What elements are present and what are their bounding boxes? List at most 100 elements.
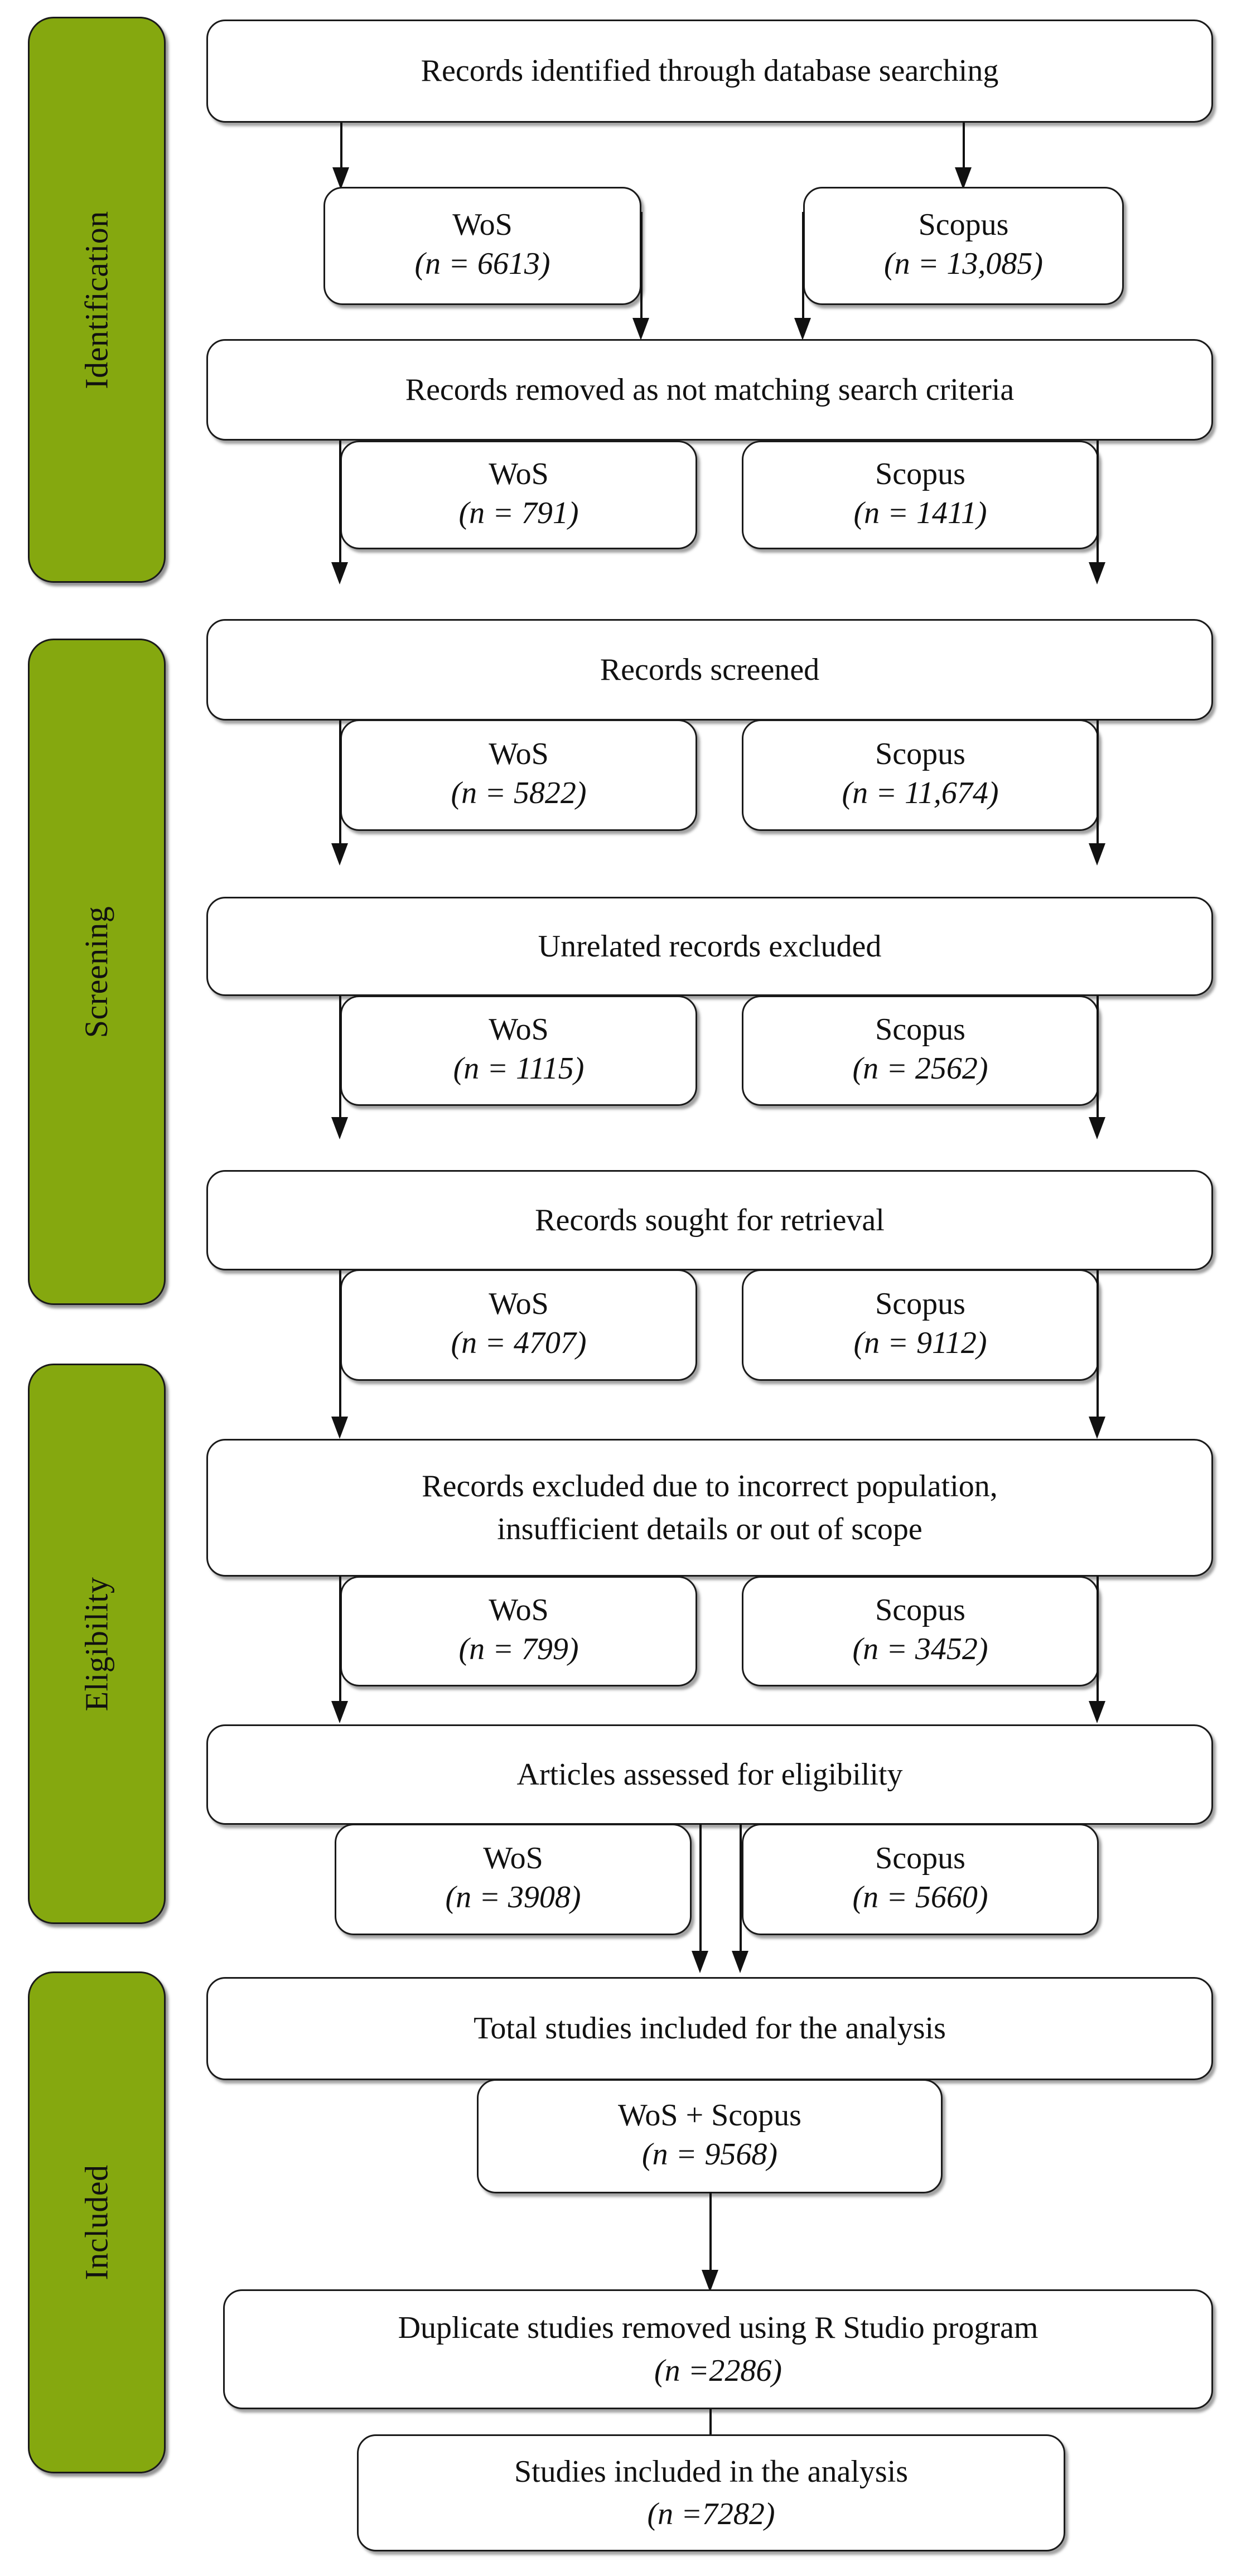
box-studies-included-text: Studies included in the analysis	[514, 2454, 909, 2489]
arrowhead-screened-scopus-down	[1089, 843, 1105, 866]
connector-screened-wos-down	[339, 719, 341, 859]
stage-label-identification: Identification	[78, 210, 115, 389]
subbox-excluded-wos: WoS (n = 799)	[340, 1576, 697, 1686]
subbox-unrelated-scopus-count: (n = 2562)	[852, 1051, 988, 1086]
stage-bar-included: Included	[28, 1971, 166, 2473]
subbox-excluded-wos-label: WoS	[489, 1593, 549, 1628]
box-duplicates-removed-count: (n =2286)	[654, 2353, 783, 2388]
arrowhead-identified-wos	[332, 167, 349, 190]
connector-scopus-to-removed	[802, 212, 804, 332]
subbox-excluded-scopus-label: Scopus	[875, 1593, 965, 1628]
box-studies-included: Studies included in the analysis (n =728…	[357, 2434, 1065, 2551]
subbox-removed-wos-count: (n = 791)	[458, 495, 579, 530]
connector-assessed-wos-converge	[699, 1824, 702, 1966]
subbox-identified-wos: WoS (n = 6613)	[323, 187, 641, 305]
arrowhead-wos-to-removed	[632, 318, 649, 340]
subbox-sought-wos-count: (n = 4707)	[451, 1326, 587, 1361]
box-records-removed: Records removed as not matching search c…	[206, 339, 1213, 441]
arrowhead-assessed-wos-converge	[692, 1951, 708, 1973]
connector-identified-wos	[340, 123, 342, 181]
connector-sought-wos-down	[339, 1269, 341, 1431]
subbox-screened-wos: WoS (n = 5822)	[340, 719, 697, 831]
connector-sought-scopus-down	[1097, 1269, 1099, 1431]
box-records-removed-text: Records removed as not matching search c…	[405, 372, 1015, 407]
subbox-identified-scopus-count: (n = 13,085)	[883, 247, 1044, 282]
subbox-assessed-wos-count: (n = 3908)	[445, 1880, 581, 1915]
arrowhead-excluded-scopus-down	[1089, 1701, 1105, 1723]
arrowhead-identified-scopus	[955, 167, 972, 190]
arrowhead-screened-wos-down	[331, 843, 348, 866]
box-unrelated-excluded-text: Unrelated records excluded	[538, 929, 882, 964]
subbox-identified-wos-count: (n = 6613)	[414, 247, 550, 282]
box-records-identified: Records identified through database sear…	[206, 20, 1213, 123]
subbox-screened-scopus-label: Scopus	[875, 737, 965, 772]
subbox-screened-scopus: Scopus (n = 11,674)	[742, 719, 1099, 831]
subbox-sought-wos: WoS (n = 4707)	[340, 1269, 697, 1381]
box-articles-assessed-text: Articles assessed for eligibility	[516, 1757, 903, 1792]
connector-unrelated-wos-down	[339, 995, 341, 1132]
stage-bar-screening: Screening	[28, 639, 166, 1305]
subbox-unrelated-wos-label: WoS	[489, 1012, 549, 1047]
subbox-removed-wos-label: WoS	[489, 456, 549, 491]
box-unrelated-excluded: Unrelated records excluded	[206, 897, 1213, 996]
subbox-sought-wos-label: WoS	[489, 1287, 549, 1322]
connector-excluded-wos-down	[339, 1576, 341, 1715]
subbox-excluded-scopus: Scopus (n = 3452)	[742, 1576, 1099, 1686]
arrowhead-unrelated-wos-down	[331, 1117, 348, 1139]
box-articles-assessed: Articles assessed for eligibility	[206, 1724, 1213, 1825]
arrowhead-assessed-scopus-converge	[732, 1951, 748, 1973]
arrowhead-sought-scopus-down	[1089, 1417, 1105, 1439]
box-duplicates-removed: Duplicate studies removed using R Studio…	[223, 2289, 1213, 2409]
connector-wos-to-removed	[640, 212, 643, 332]
subbox-screened-wos-count: (n = 5822)	[451, 776, 587, 811]
arrowhead-combined-to-duplicates	[702, 2270, 718, 2292]
arrowhead-unrelated-scopus-down	[1089, 1117, 1105, 1139]
subbox-unrelated-scopus-label: Scopus	[875, 1012, 965, 1047]
subbox-assessed-scopus: Scopus (n = 5660)	[742, 1824, 1099, 1935]
box-records-excluded-line1: Records excluded due to incorrect popula…	[422, 1469, 998, 1504]
connector-removed-wos-down	[339, 441, 341, 577]
subbox-sought-scopus-label: Scopus	[875, 1287, 965, 1322]
box-records-sought-text: Records sought for retrieval	[535, 1202, 885, 1238]
subbox-identified-scopus: Scopus (n = 13,085)	[803, 187, 1124, 305]
subbox-combined-wos-scopus: WoS + Scopus (n = 9568)	[477, 2079, 943, 2193]
connector-screened-scopus-down	[1097, 719, 1099, 859]
subbox-sought-scopus: Scopus (n = 9112)	[742, 1269, 1099, 1381]
box-total-included: Total studies included for the analysis	[206, 1977, 1213, 2080]
box-records-excluded-line2: insufficient details or out of scope	[497, 1511, 922, 1546]
arrowhead-removed-scopus-down	[1089, 562, 1105, 584]
subbox-combined-count: (n = 9568)	[641, 2137, 778, 2172]
stage-bar-identification: Identification	[28, 17, 166, 583]
subbox-removed-scopus: Scopus (n = 1411)	[742, 441, 1099, 549]
box-studies-included-count: (n =7282)	[647, 2497, 775, 2531]
box-records-excluded: Records excluded due to incorrect popula…	[206, 1439, 1213, 1577]
connector-excluded-scopus-down	[1097, 1576, 1099, 1715]
box-records-screened-text: Records screened	[600, 652, 820, 687]
box-records-identified-text: Records identified through database sear…	[421, 54, 999, 89]
arrowhead-sought-wos-down	[331, 1417, 348, 1439]
subbox-unrelated-scopus: Scopus (n = 2562)	[742, 995, 1099, 1106]
connector-combined-to-duplicates	[709, 2192, 712, 2284]
arrowhead-scopus-to-removed	[794, 318, 811, 340]
subbox-assessed-wos-label: WoS	[483, 1841, 543, 1876]
subbox-combined-label: WoS + Scopus	[618, 2097, 801, 2133]
box-duplicates-removed-text: Duplicate studies removed using R Studio…	[398, 2311, 1039, 2346]
stage-label-screening: Screening	[78, 906, 115, 1038]
subbox-assessed-wos: WoS (n = 3908)	[335, 1824, 692, 1935]
subbox-assessed-scopus-label: Scopus	[875, 1841, 965, 1876]
arrowhead-excluded-wos-down	[331, 1701, 348, 1723]
subbox-removed-scopus-label: Scopus	[875, 456, 965, 491]
subbox-removed-wos: WoS (n = 791)	[340, 441, 697, 549]
subbox-sought-scopus-count: (n = 9112)	[853, 1326, 987, 1361]
subbox-assessed-scopus-count: (n = 5660)	[852, 1880, 988, 1915]
connector-removed-scopus-down	[1097, 441, 1099, 577]
box-total-included-text: Total studies included for the analysis	[474, 2011, 946, 2046]
subbox-identified-scopus-label: Scopus	[918, 207, 1009, 243]
stage-bar-eligibility: Eligibility	[28, 1364, 166, 1924]
arrowhead-removed-wos-down	[331, 562, 348, 584]
box-records-screened: Records screened	[206, 619, 1213, 721]
connector-assessed-scopus-converge	[740, 1824, 742, 1966]
subbox-excluded-wos-count: (n = 799)	[458, 1632, 579, 1667]
subbox-screened-scopus-count: (n = 11,674)	[842, 776, 999, 811]
